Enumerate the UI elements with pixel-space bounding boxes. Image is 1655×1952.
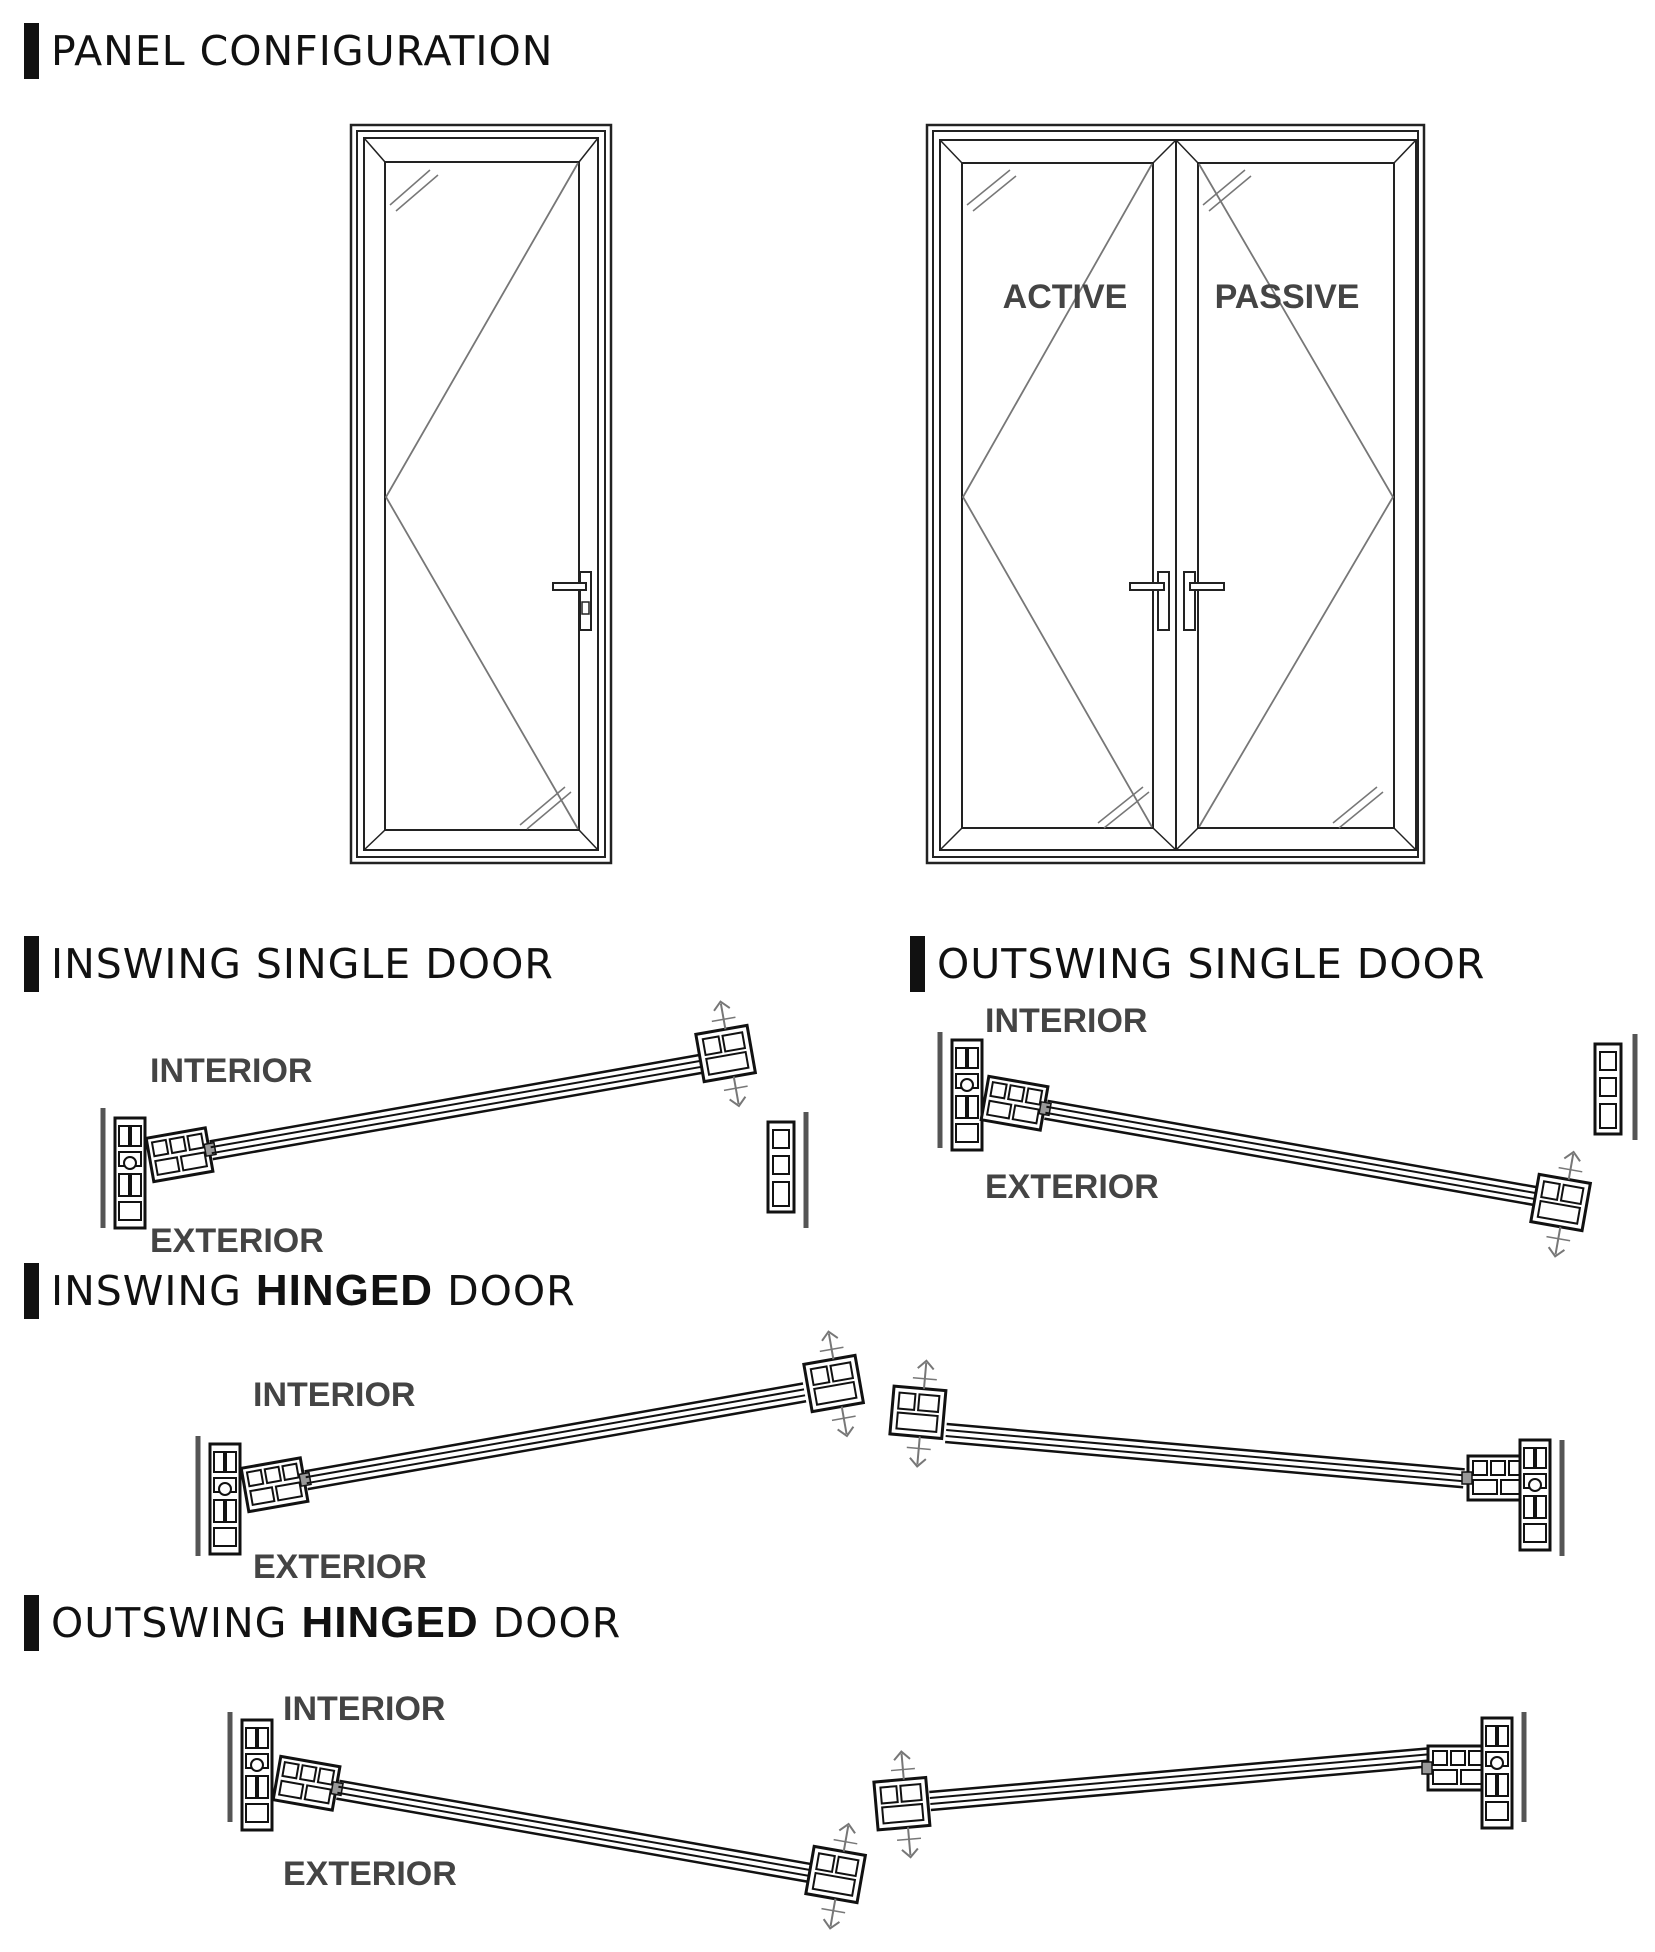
- inswing-hinged-plan: INTERIOR EXTERIOR: [195, 1326, 1565, 1586]
- label-interior: INTERIOR: [253, 1376, 415, 1414]
- heading-text: PANEL CONFIGURATION: [51, 27, 554, 75]
- heading-text: INSWING SINGLE DOOR: [51, 940, 554, 988]
- label-interior: INTERIOR: [150, 1052, 312, 1090]
- label-exterior: EXTERIOR: [985, 1168, 1159, 1206]
- outswing-single-plan: INTERIOR EXTERIOR: [937, 1002, 1638, 1262]
- single-door-elevation: [349, 123, 613, 865]
- heading-bar: [24, 936, 39, 992]
- heading-inswing-single-door: INSWING SINGLE DOOR: [24, 935, 554, 993]
- inswing-single-plan: INTERIOR EXTERIOR: [100, 996, 809, 1260]
- heading-bar: [24, 1263, 39, 1319]
- label-interior: INTERIOR: [985, 1002, 1147, 1040]
- label-passive: PASSIVE: [1215, 278, 1360, 316]
- label-active: ACTIVE: [1003, 278, 1128, 316]
- label-exterior: EXTERIOR: [253, 1548, 427, 1586]
- label-exterior: EXTERIOR: [150, 1222, 324, 1260]
- heading-inswing-hinged-door: INSWING HINGED DOOR: [24, 1262, 576, 1320]
- label-interior: INTERIOR: [283, 1690, 445, 1728]
- heading-bar: [910, 936, 925, 992]
- outswing-hinged-plan: INTERIOR EXTERIOR: [227, 1690, 1527, 1934]
- heading-text: OUTSWING SINGLE DOOR: [937, 940, 1486, 988]
- heading-panel-configuration: PANEL CONFIGURATION: [24, 22, 553, 80]
- heading-text: INSWING HINGED DOOR: [51, 1266, 576, 1315]
- heading-bar: [24, 23, 39, 79]
- heading-outswing-hinged-door: OUTSWING HINGED DOOR: [24, 1594, 621, 1652]
- heading-text: OUTSWING HINGED DOOR: [51, 1598, 622, 1647]
- heading-bar: [24, 1595, 39, 1651]
- double-door-elevation: ACTIVE PASSIVE: [925, 123, 1426, 865]
- label-exterior: EXTERIOR: [283, 1855, 457, 1893]
- heading-outswing-single-door: OUTSWING SINGLE DOOR: [910, 935, 1485, 993]
